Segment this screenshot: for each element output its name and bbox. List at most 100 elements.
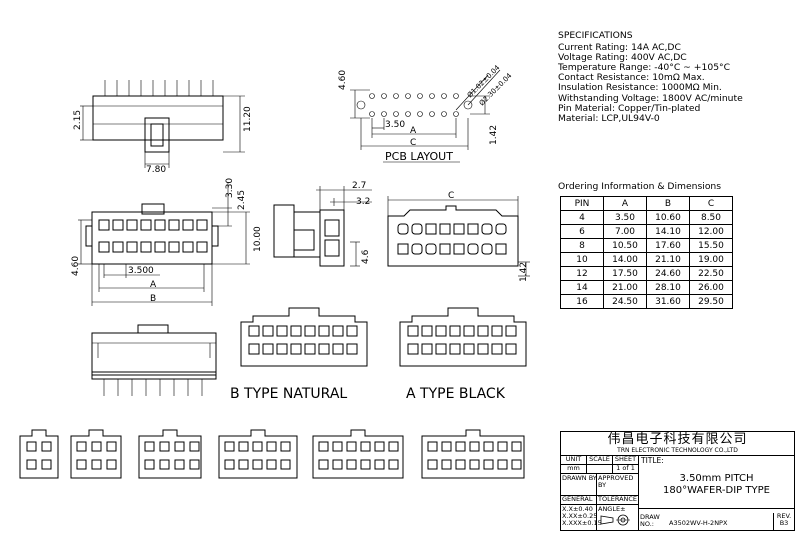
table-cell: 10.60: [646, 210, 690, 225]
title-line-1: 3.50mm PITCH: [679, 473, 754, 484]
table-header-row: PIN A B C: [560, 196, 733, 211]
tolerance-line: X.XX±0.25: [562, 512, 598, 520]
table-cell: 28.10: [646, 280, 690, 295]
dim-a-front: A: [150, 280, 157, 290]
dim-4-6: 4.6: [361, 249, 371, 264]
table-cell: 29.50: [689, 294, 733, 309]
table-cell: 31.60: [646, 294, 690, 309]
table-header: PIN: [560, 196, 604, 211]
sheet-value: 1 of 1: [613, 465, 639, 474]
projection-symbol-icon: [600, 514, 630, 526]
spec-line: Contact Resistance: 10mΩ Max.: [558, 72, 705, 84]
ordering-title: Ordering Information & Dimensions: [558, 181, 722, 192]
table-cell: 8.50: [689, 210, 733, 225]
table-cell: 16: [560, 294, 604, 309]
table-cell: 14.10: [646, 224, 690, 239]
side-profile-view: [273, 186, 372, 267]
rev-cell: REV. B3: [773, 513, 794, 530]
spec-line: Material: LCP,UL94V-0: [558, 112, 660, 124]
table-cell: 14: [560, 280, 604, 295]
table-cell: 12: [560, 266, 604, 281]
dim-c-mating: C: [448, 191, 454, 201]
dim-11-20: 11.20: [243, 106, 253, 132]
company-name-cn: 伟昌电子科技有限公司: [607, 432, 748, 447]
side-view-top-left: [80, 80, 245, 168]
title-line-2: 180°WAFER-DIP TYPE: [663, 485, 770, 496]
a-type-label: A TYPE BLACK: [406, 386, 506, 402]
table-cell: 21.10: [646, 252, 690, 267]
table-cell: 10: [560, 252, 604, 267]
table-cell: 4: [560, 210, 604, 225]
table-cell: 8: [560, 238, 604, 253]
scale-label: SCALE: [587, 456, 613, 465]
company-name-en: TRN ELECTRONIC TECHNOLOGY CO.,LTD: [617, 447, 738, 454]
angle-cell: ANGLE±: [597, 505, 639, 530]
dim-3-30: 3.30: [225, 178, 235, 198]
connector-variant-10pin: [218, 429, 298, 479]
draw-no-label: DRAW NO.:: [640, 513, 660, 528]
pcb-layout: [350, 69, 501, 163]
table-cell: 17.50: [603, 266, 647, 281]
company-header: 伟昌电子科技有限公司 TRN ELECTRONIC TECHNOLOGY CO.…: [561, 432, 794, 456]
table-cell: 15.50: [689, 238, 733, 253]
spec-title: SPECIFICATIONS: [558, 30, 633, 41]
connector-variant-8pin: [138, 429, 202, 479]
side-view-bottom-left: [91, 324, 217, 396]
dim-3-2: 3.2: [356, 197, 370, 207]
dim-c-pcb: C: [410, 138, 416, 148]
connector-a-type-black: [399, 307, 527, 367]
dim-7-80: 7.80: [146, 165, 166, 175]
spec-line: Temperature Range: -40°C ~ +105°C: [558, 62, 731, 74]
angle-label: ANGLE±: [598, 505, 626, 513]
spec-line: Current Rating: 14A AC,DC: [558, 42, 681, 54]
tolerance-line: X.XXX±0.15: [562, 519, 602, 527]
title-label: TITLE:: [641, 456, 664, 465]
draw-no-value: A3502WV-H-2NPX: [669, 519, 728, 527]
table-cell: 3.50: [603, 210, 647, 225]
dim-3-50-pcb: 3.50: [385, 120, 405, 130]
table-cell: 24.50: [603, 294, 647, 309]
table-cell: 17.60: [646, 238, 690, 253]
spec-line: Voltage Rating: 400V AC,DC: [558, 52, 687, 64]
dim-3-500: 3.500: [128, 266, 154, 276]
connector-variant-6pin: [70, 429, 122, 479]
pcb-layout-label: PCB LAYOUT: [385, 150, 453, 163]
dim-2-45: 2.45: [237, 190, 247, 210]
rev-value: B3: [779, 519, 789, 527]
dim-b-front: B: [150, 294, 156, 304]
table-cell: 10.50: [603, 238, 647, 253]
dim-1-42-mating: 1.42: [519, 262, 529, 282]
table-cell: 26.00: [689, 280, 733, 295]
unit-label: UNIT: [561, 456, 587, 465]
title-block: 伟昌电子科技有限公司 TRN ELECTRONIC TECHNOLOGY CO.…: [560, 431, 795, 531]
table-cell: 7.00: [603, 224, 647, 239]
table-cell: 24.60: [646, 266, 690, 281]
sheet-label: SHEET: [613, 456, 639, 465]
table-cell: 6: [560, 224, 604, 239]
drawn-by-label: DRAWN BY: [561, 474, 597, 496]
approved-by-label: APPROVED BY: [597, 474, 639, 496]
scale-value: [587, 465, 613, 474]
spec-line: Insulation Resistance: 1000MΩ Min.: [558, 82, 722, 94]
connector-variant-12pin: [312, 429, 404, 479]
dim-2-7: 2.7: [352, 181, 366, 191]
general-label: GENERAL: [561, 496, 597, 505]
table-cell: 12.00: [689, 224, 733, 239]
table-header: C: [689, 196, 733, 211]
spec-line: Withstanding Voltage: 1800V AC/minute: [558, 92, 743, 104]
table-cell: 21.00: [603, 280, 647, 295]
dim-10-00: 10.00: [253, 226, 263, 252]
table-header: A: [603, 196, 647, 211]
table-cell: 19.00: [689, 252, 733, 267]
front-view-middle: [78, 182, 250, 306]
mating-face-view: [387, 196, 530, 277]
unit-value: mm: [561, 465, 587, 474]
connector-variant-4pin: [19, 429, 59, 479]
table-cell: 22.50: [689, 266, 733, 281]
connector-variant-14pin: [421, 429, 525, 479]
